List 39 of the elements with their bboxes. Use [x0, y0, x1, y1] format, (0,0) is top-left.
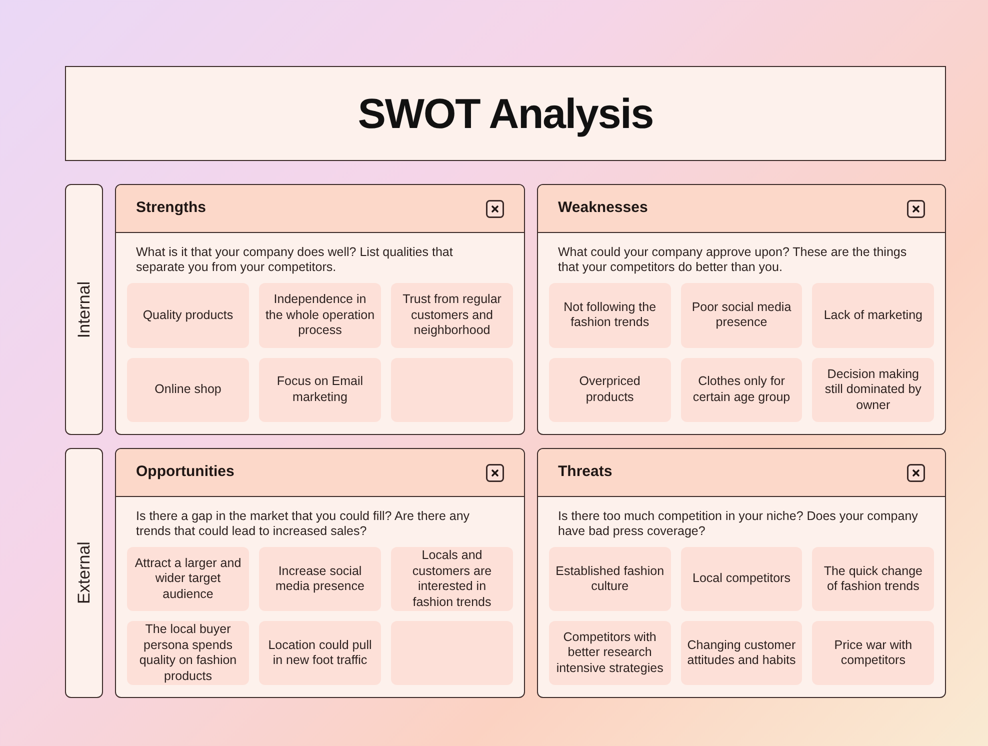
note-card: Increase social media presence — [259, 547, 381, 611]
title: SWOT Analysis — [358, 89, 654, 139]
note-card: Clothes only for certain age group — [680, 358, 802, 422]
band-label: External — [73, 542, 94, 604]
note-card: Attract a larger and wider target audience — [127, 547, 249, 611]
quadrant-panel — [115, 448, 525, 698]
note-card: Quality products — [127, 283, 249, 348]
quadrant-heading: Strengths — [136, 198, 206, 218]
note-card: Not following the fashion trends — [549, 283, 671, 348]
note-card: Price war with competitors — [812, 621, 934, 685]
note-card: Trust from regular customers and neighborhood — [391, 283, 513, 348]
note-card: Local competitors — [680, 547, 802, 611]
quadrant-heading: Weaknesses — [558, 198, 648, 218]
note-card: Decision making still dominated by owner — [812, 358, 934, 422]
note-card: Competitors with better research intensive strategies — [549, 621, 671, 685]
quadrant-description: Is there too much competition in your niche? Does your company have bad press coverage? — [558, 509, 919, 539]
quadrant-description: What could your company approve upon? These are the things that your competitors do better than you. — [558, 245, 908, 275]
category-band — [65, 184, 103, 435]
note-card: Location could pull in new foot traffic — [259, 621, 381, 685]
note-card: Lack of marketing — [812, 283, 934, 348]
note-card: Focus on Email marketing — [259, 358, 381, 422]
note-card: The local buyer persona spends quality on fashion products — [127, 621, 249, 685]
note-card: Changing customer attitudes and habits — [680, 621, 802, 685]
quadrant-panel — [537, 448, 946, 698]
note-card: Established fashion culture — [549, 547, 671, 611]
quadrant-heading: Opportunities — [136, 462, 234, 482]
quadrant-description: Is there a gap in the market that you could fill? Are there any trends that could lead to increased sales? — [136, 509, 471, 539]
band-label: Internal — [73, 281, 94, 338]
quadrant-panel — [115, 184, 525, 435]
quadrant-panel — [537, 184, 946, 435]
note-card: Overpriced products — [549, 358, 671, 422]
quadrant-heading: Threats — [558, 462, 612, 482]
note-card: Poor social media presence — [680, 283, 802, 348]
quadrant-description: What is it that your company does well? List qualities that separate you from your competitors. — [136, 245, 454, 275]
note-card: Online shop — [127, 358, 249, 422]
note-card: Locals and customers are interested in fashion trends — [391, 547, 513, 611]
note-card: The quick change of fashion trends — [812, 547, 934, 611]
category-band — [65, 448, 103, 698]
note-card: Independence in the whole operation process — [259, 283, 381, 348]
